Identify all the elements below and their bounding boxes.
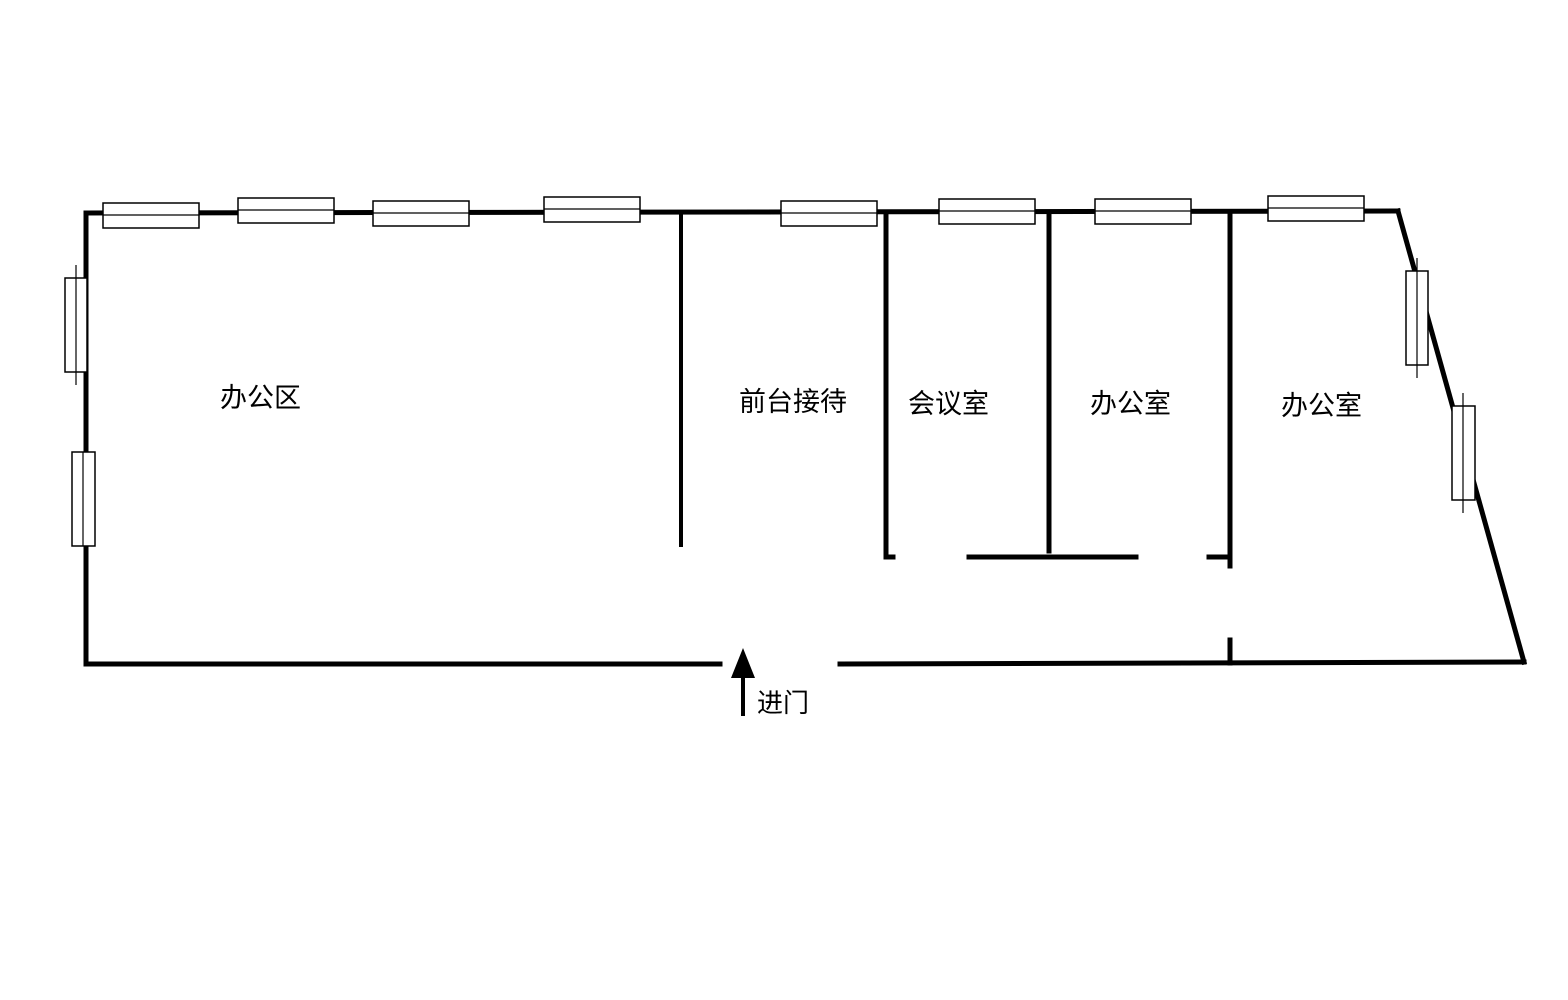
entrance-arrow [731,648,755,716]
room-label-office-2: 办公室 [1281,391,1362,422]
window-right-1 [1405,258,1429,378]
window-left-2 [71,451,96,547]
window-top-5 [780,200,878,227]
room-label-meeting-room: 会议室 [908,389,989,420]
room-label-reception: 前台接待 [739,387,847,418]
outer-walls [83,207,1528,667]
interior-walls [679,209,1233,666]
window-top-2 [237,197,335,224]
window-top-3 [372,200,470,227]
window-left-1 [64,265,88,385]
room-label-office-area: 办公区 [220,383,301,414]
entrance-label: 进门 [757,689,809,719]
windows [64,195,1476,547]
window-top-1 [102,202,200,229]
bottom-wall-right [837,659,1527,667]
window-top-6 [938,198,1036,225]
window-right-2 [1451,393,1476,513]
window-top-7 [1094,198,1192,225]
window-top-4 [543,196,641,223]
window-top-8 [1267,195,1365,222]
room-label-office-1: 办公室 [1090,389,1171,420]
